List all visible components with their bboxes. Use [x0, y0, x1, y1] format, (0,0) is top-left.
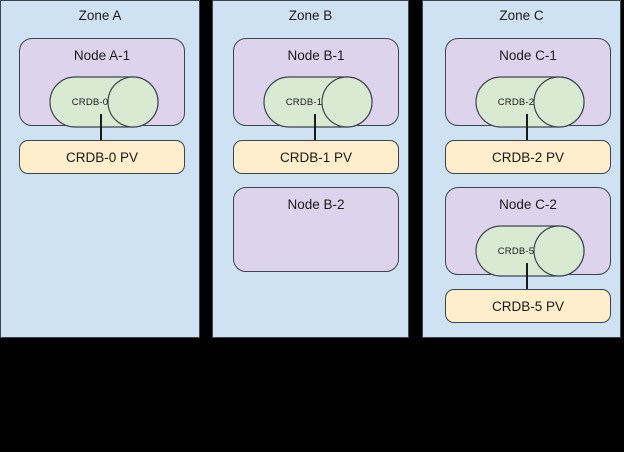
volume-crdb-2-pv[interactable]: CRDB-2 PV: [445, 140, 611, 174]
connector-node-c-1-to-crdb-2-pv: [526, 114, 528, 141]
cylinder-shape-icon: [475, 76, 585, 128]
node-c-2-title: Node C-2: [499, 197, 557, 212]
zone-b-container[interactable]: Zone B Node B-1 CRDB-1 CRDB-1 PV Node B-…: [212, 0, 409, 338]
database-crdb-1[interactable]: CRDB-1: [263, 76, 373, 128]
connector-node-b-1-to-crdb-1-pv: [314, 114, 316, 141]
zone-a-container[interactable]: Zone A Node A-1 CRDB-0 CRDB-0 PV: [0, 0, 200, 338]
database-crdb-5-label: CRDB-5: [497, 245, 535, 257]
database-crdb-2[interactable]: CRDB-2: [475, 76, 585, 128]
node-c-1[interactable]: Node C-1 CRDB-2: [445, 38, 611, 128]
cylinder-shape-icon: [49, 76, 159, 128]
node-a-1[interactable]: Node A-1 CRDB-0: [19, 38, 185, 128]
database-crdb-2-label: CRDB-2: [497, 96, 535, 108]
connector-node-c-2-to-crdb-5-pv: [526, 263, 528, 290]
database-crdb-5[interactable]: CRDB-5: [475, 225, 585, 277]
zone-c-title: Zone C: [499, 8, 544, 23]
database-crdb-0[interactable]: CRDB-0: [49, 76, 159, 128]
cylinder-shape-icon: [263, 76, 373, 128]
cylinder-shape-icon: [475, 225, 585, 277]
zone-a-title: Zone A: [78, 8, 122, 23]
volume-crdb-0-pv[interactable]: CRDB-0 PV: [19, 140, 185, 174]
node-c-2[interactable]: Node C-2 CRDB-5: [445, 187, 611, 277]
node-b-2-title: Node B-2: [287, 197, 345, 212]
zone-c-container[interactable]: Zone C Node C-1 CRDB-2 CRDB-2 PV Node C-…: [422, 0, 621, 338]
node-b-1[interactable]: Node B-1 CRDB-1: [233, 38, 399, 128]
database-crdb-1-label: CRDB-1: [285, 96, 323, 108]
database-crdb-0-label: CRDB-0: [71, 96, 109, 108]
node-b-1-title: Node B-1: [287, 48, 345, 63]
connector-node-a-1-to-crdb-0-pv: [100, 114, 102, 141]
node-c-1-title: Node C-1: [499, 48, 557, 63]
zone-b-title: Zone B: [288, 8, 333, 23]
volume-crdb-5-pv[interactable]: CRDB-5 PV: [445, 289, 611, 323]
node-b-2[interactable]: Node B-2: [233, 187, 399, 272]
volume-crdb-1-pv[interactable]: CRDB-1 PV: [233, 140, 399, 174]
node-a-1-title: Node A-1: [73, 48, 131, 63]
